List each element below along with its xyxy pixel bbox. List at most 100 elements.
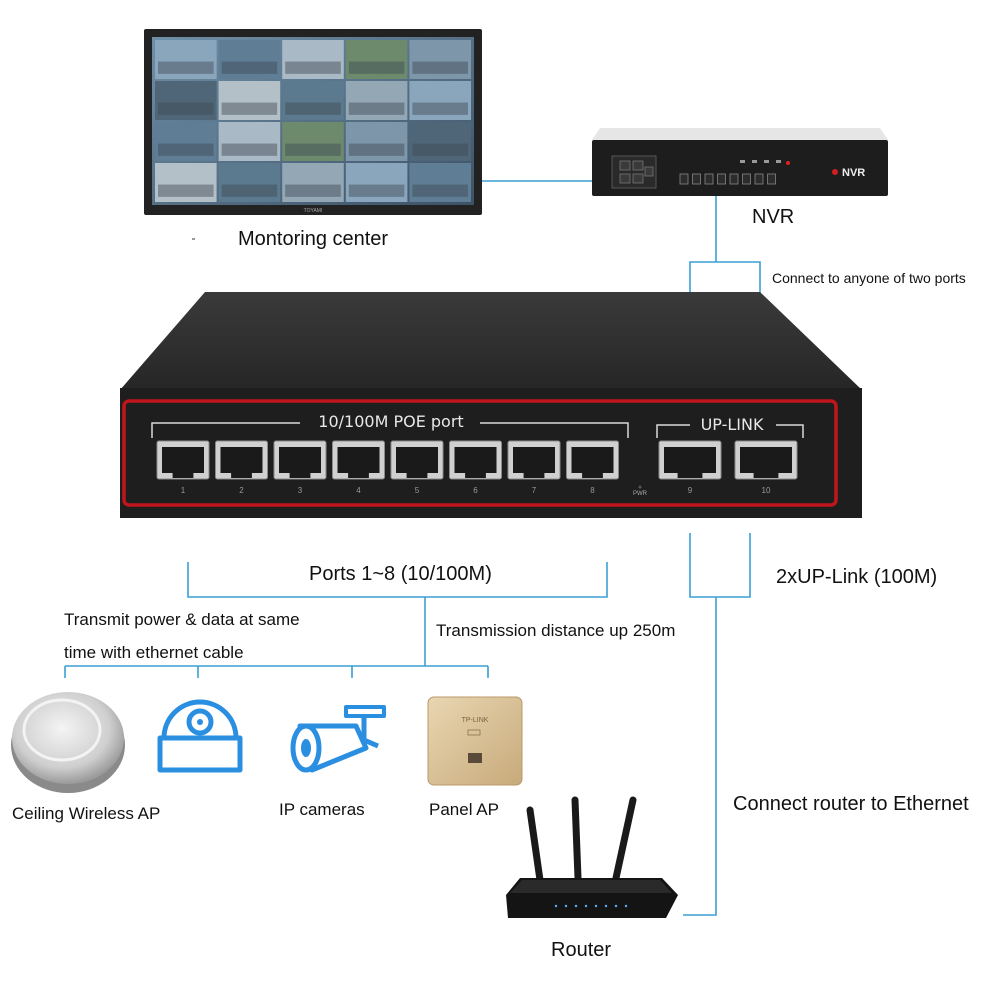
ports-1-8-label: Ports 1~8 (10/100M) [309,563,492,585]
video-tile [218,40,281,79]
video-tile [345,122,408,161]
transmit-label-line2: time with ethernet cable [64,643,244,662]
poe-port-number: 6 [473,486,478,495]
poe-port-label: 10/100M POE port [318,412,463,431]
pwr-label: PWR [633,491,648,497]
video-tile [218,122,281,161]
uplink-port-number: 10 [762,486,771,495]
nvr-button [692,173,701,185]
nvr-button [754,173,764,185]
poe-port-socket [513,447,555,473]
video-tile [218,81,281,120]
nvr-led [764,160,769,163]
poe-port-socket [454,447,497,473]
nvr-buttons [679,160,781,185]
video-tile [409,40,471,79]
poe-port-socket [396,447,438,473]
video-tile [155,81,217,120]
router-label: Router [551,939,612,961]
ports-bracket [187,562,608,598]
transmit-label-line1: Transmit power & data at same [64,610,300,629]
uplink-bracket [689,533,751,598]
video-tile-scene [158,61,214,74]
dome-camera-icon [157,699,243,773]
poe-port-number: 3 [298,486,303,495]
nvr-led [776,160,781,163]
video-tile [218,163,281,202]
video-tile [155,40,217,79]
video-tile-scene [221,102,278,115]
connection-lines [64,180,761,916]
video-tile [345,81,408,120]
video-tile-scene [285,143,341,156]
video-tile-scene [285,102,341,115]
monitor-video-grid [155,40,471,202]
nvr-button [717,173,726,185]
poe-port-number: 2 [239,486,244,495]
uplink-router-line [683,597,717,916]
video-tile-scene [348,102,405,115]
video-tile [282,163,344,202]
poe-port-latch [172,473,194,478]
poe-port-number: 5 [415,486,420,495]
video-tile-scene [158,102,214,115]
video-tile [345,40,408,79]
uplink-ports: 9 10 [658,440,798,495]
nvr-button [729,173,739,185]
poe-port-latch [523,473,545,478]
nvr-button [679,173,689,185]
poe-port-socket [337,447,380,473]
ip-cameras-label: IP cameras [279,800,365,819]
uplink-port-socket [740,447,792,473]
panel-brand: TP-LINK [462,717,489,724]
poe-port-socket [162,447,204,473]
monitoring-center-label: Montoring center [238,228,389,250]
bullet-camera-icon [290,705,386,773]
poe-port-latch [582,473,603,478]
video-tile [155,122,217,161]
poe-port-latch [289,473,311,478]
video-tile-scene [221,184,278,197]
poe-port-number: 7 [532,486,537,495]
panel-ap-device: TP-LINK [427,696,523,786]
video-tile-scene [221,143,278,156]
poe-port-latch [465,473,486,478]
monitor-brand: TOYAMI [304,208,323,214]
ceiling-ap-device [11,692,125,793]
video-tile-scene [348,143,405,156]
video-tile-scene [348,184,405,197]
video-tile-scene [285,184,341,197]
nvr-device: NVR [592,128,888,196]
video-tile-scene [412,61,468,74]
poe-port-latch [348,473,369,478]
poe-port-latch [231,473,252,478]
video-tile [282,81,344,120]
poe-port-number: 4 [356,486,361,495]
panel-ap-label: Panel AP [429,800,499,819]
video-tile [345,163,408,202]
nvr-button [704,173,714,185]
poe-port-socket [571,447,614,473]
video-tile-scene [158,143,214,156]
video-tile-scene [158,184,214,197]
uplink-port-number: 9 [688,486,693,495]
router-device [506,796,678,918]
monitor-screen: TOYAMI [144,29,482,240]
video-tile [282,40,344,79]
video-tile-scene [348,61,405,74]
video-tile-scene [412,143,468,156]
video-tile [409,81,471,120]
nvr-label: NVR [752,206,795,228]
transmission-distance-label: Transmission distance up 250m [436,621,676,640]
video-tile-scene [221,61,278,74]
connect-router-label: Connect router to Ethernet [733,793,969,815]
video-tile-scene [412,184,468,197]
poe-port-socket [220,447,263,473]
ceiling-ap-label: Ceiling Wireless AP [12,804,161,823]
video-tile [282,122,344,161]
poe-port-number: 8 [590,486,595,495]
nvr-button [742,173,751,185]
video-tile [155,163,217,202]
